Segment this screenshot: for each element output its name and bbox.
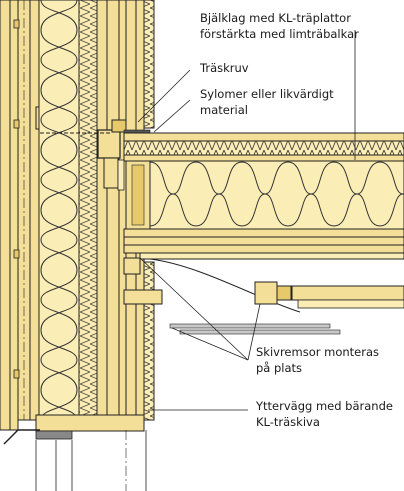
label-sylomer-1: Sylomer eller likvärdigt <box>200 87 334 101</box>
leader-lines <box>137 30 356 411</box>
label-floor-structure-2: förstärkta med limträbalkar <box>200 27 359 41</box>
label-sylomer-2: material <box>200 103 248 117</box>
label-outer-wall-1: Yttervägg med bärande <box>255 399 393 413</box>
label-floor-structure-1: Bjälklag med KL-träplattor <box>200 11 351 25</box>
label-board-strips-1: Skivremsor monteras <box>256 345 379 359</box>
label-board-strips-2: på plats <box>256 361 302 375</box>
ceiling-boards <box>149 258 404 335</box>
joint-detail <box>40 119 151 191</box>
label-outer-wall-2: KL-träskiva <box>256 415 320 429</box>
base-sill <box>3 414 147 491</box>
label-wood-screw: Träskruv <box>199 61 249 75</box>
wall-insulation <box>38 0 120 421</box>
floor-slab <box>123 132 404 260</box>
